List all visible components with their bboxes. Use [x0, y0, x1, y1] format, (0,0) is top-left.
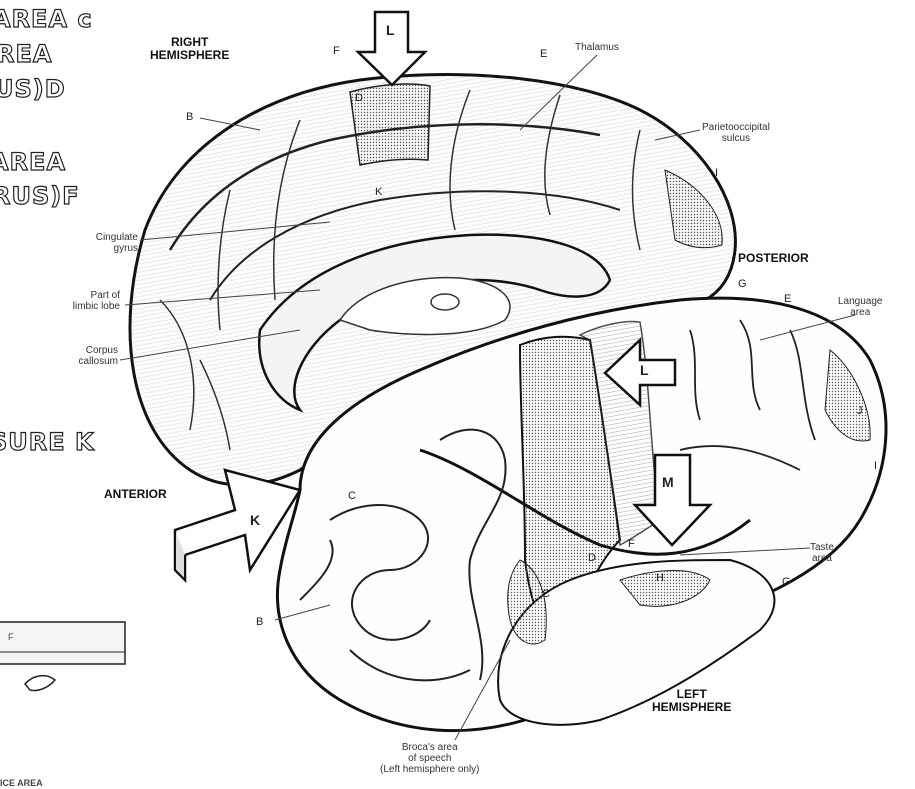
letter-M-arrow: M [662, 474, 674, 490]
letter-J: J [857, 405, 863, 417]
edge-box-letter: F [8, 632, 14, 642]
letter-C-mid: C [542, 588, 550, 600]
letter-L-mid-arrow: L [640, 362, 649, 378]
letter-I-low: I [874, 460, 877, 472]
letter-L-top-arrow: L [386, 22, 395, 38]
letter-G-taste: G [782, 576, 791, 588]
letter-D-top: D [355, 92, 363, 104]
letter-K-center: K [375, 186, 382, 198]
posterior-heading: POSTERIOR [738, 252, 809, 265]
anterior-heading: ANTERIOR [104, 488, 167, 501]
letter-F-top: F [333, 45, 340, 57]
letter-I-right: I [715, 167, 718, 179]
letter-D-mid: D [588, 552, 596, 564]
letter-B-upper: B [186, 111, 193, 123]
letter-B-low: B [256, 616, 263, 628]
letter-G-posterior: G [738, 278, 747, 290]
letter-K-arrow: K [250, 512, 260, 528]
letter-H: H [656, 572, 664, 584]
letter-E-posterior: E [784, 293, 791, 305]
edge-fragment-7: ICE AREA [0, 778, 43, 788]
edge-fragment-5: RUS)F [0, 182, 80, 210]
edge-fragment-6: SURE K [0, 428, 95, 456]
letter-F-taste: F [628, 538, 635, 550]
edge-fragment-4: AREA [0, 148, 66, 176]
edge-fragment-2: REA [0, 40, 52, 68]
label-thalamus: Thalamus [575, 42, 619, 53]
edge-fragment-3: US)D [0, 75, 66, 103]
letter-C-anterior: C [348, 490, 356, 502]
edge-fragment-1: AREA c [0, 5, 93, 33]
left-edge-box [0, 622, 125, 691]
letter-E-top: E [540, 48, 547, 60]
